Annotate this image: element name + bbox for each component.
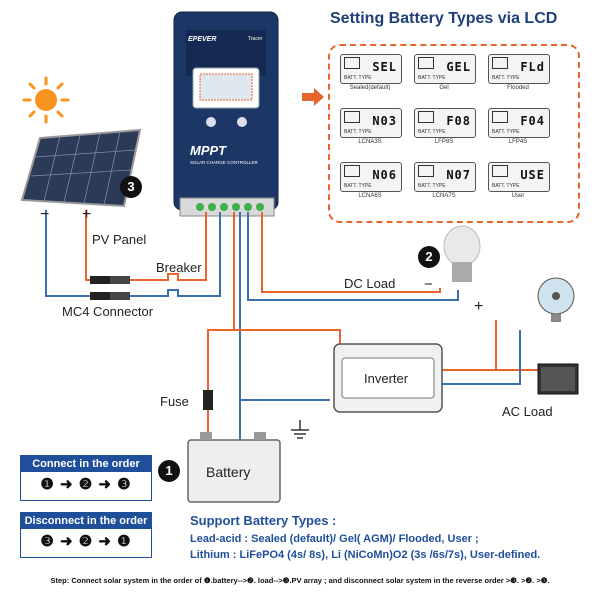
step-instructions: Step: Connect solar system in the order …	[50, 576, 550, 585]
lcd-mode-code: FLd	[520, 60, 545, 74]
mc4-connector-icon	[90, 276, 130, 300]
lcd-mode-code: N07	[446, 168, 471, 182]
breaker-label: Breaker	[156, 260, 202, 275]
badge-battery: 1	[158, 460, 180, 482]
lcd-mode-caption: LFP4S	[508, 139, 528, 145]
tv-icon	[537, 363, 579, 395]
ac-load-label: AC Load	[502, 404, 553, 419]
bulb-icon	[443, 225, 481, 282]
lcd-mode-caption: Flooded	[507, 85, 529, 91]
lcd-mode-code: N03	[372, 114, 397, 128]
lcd-mode-code: N06	[372, 168, 397, 182]
controller-brand: EPEVER	[188, 36, 217, 43]
lcd-mode-caption: Sealed(default)	[349, 85, 391, 91]
plus-label: +	[82, 206, 92, 223]
dc-minus-label: −	[424, 276, 433, 293]
controller-model: Tracer	[248, 36, 263, 42]
battery-icon	[492, 57, 508, 69]
sun-icon	[22, 76, 70, 124]
battery-icon	[418, 165, 434, 177]
lcd-type-label: BATT. TYPE	[418, 183, 446, 189]
support-line-lithium: Lithium : LiFePO4 (4s/ 8s), Li (NiCoMn)O…	[190, 549, 541, 561]
lcd-mode-caption: LCNA3S	[358, 139, 382, 145]
lcd-type-label: BATT. TYPE	[344, 75, 372, 81]
battery-icon	[344, 111, 360, 123]
connect-order-title: Connect in the order	[21, 456, 151, 472]
arrow-right-icon	[302, 88, 324, 106]
lcd-type-label: BATT. TYPE	[418, 129, 446, 135]
lcd-type-label: BATT. TYPE	[492, 129, 520, 135]
charge-controller	[173, 11, 279, 217]
lcd-mode-caption: LCNA6S	[358, 193, 382, 199]
support-line-lead-acid: Lead-acid : Sealed (default)/ Gel( AGM)/…	[190, 533, 479, 545]
battery-icon	[344, 165, 360, 177]
lcd-type-label: BATT. TYPE	[344, 129, 372, 135]
connect-order-box: Connect in the order ❶ ➜ ❷ ➜ ❸	[20, 455, 152, 501]
fan-icon	[537, 277, 575, 322]
dc-load-label: DC Load	[344, 276, 396, 291]
lcd-mode-caption: Gel	[439, 85, 449, 91]
fuse-icon	[203, 390, 213, 410]
badge-dc: 2	[418, 246, 440, 268]
inverter-label: Inverter	[364, 371, 409, 386]
badge-pv: 3	[120, 176, 142, 198]
lcd-type-label: BATT. TYPE	[492, 183, 520, 189]
lcd-mode-code: USE	[520, 168, 545, 182]
disconnect-order-title: Disconnect in the order	[21, 513, 151, 529]
battery-label: Battery	[206, 464, 251, 480]
battery-icon	[492, 111, 508, 123]
disconnect-order-box: Disconnect in the order ❸ ➜ ❷ ➜ ❶	[20, 512, 152, 558]
mc4-label: MC4 Connector	[62, 304, 154, 319]
disconnect-order-sequence: ❸ ➜ ❷ ➜ ❶	[40, 533, 132, 550]
battery-box	[187, 432, 281, 503]
lcd-mode-code: F04	[520, 114, 545, 128]
lcd-type-label: BATT. TYPE	[492, 75, 520, 81]
lcd-mode-code: F08	[446, 114, 471, 128]
controller-subtitle: SOLAR CHARGE CONTROLLER	[190, 160, 258, 165]
connect-order-sequence: ❶ ➜ ❷ ➜ ❸	[40, 476, 132, 493]
minus-label: −	[40, 206, 50, 223]
battery-icon	[418, 111, 434, 123]
lcd-type-label: BATT. TYPE	[418, 75, 446, 81]
battery-icon	[344, 57, 360, 69]
lcd-mode-code: SEL	[372, 60, 397, 74]
battery-icon	[492, 165, 508, 177]
pv-panel-label: PV Panel	[92, 232, 147, 247]
ground-icon	[291, 420, 309, 439]
dc-plus-label: +	[474, 298, 484, 315]
lcd-mode-code: GEL	[446, 60, 471, 74]
controller-product: MPPT	[190, 143, 227, 158]
fuse-label: Fuse	[160, 394, 189, 409]
inverter-box	[333, 343, 443, 413]
lcd-title: Setting Battery Types via LCD	[330, 10, 558, 27]
lcd-mode-caption: LFP8S	[434, 139, 454, 145]
lcd-mode-caption: LCNA7S	[432, 193, 456, 199]
battery-icon	[418, 57, 434, 69]
lcd-type-label: BATT. TYPE	[344, 183, 372, 189]
support-title: Support Battery Types :	[190, 513, 337, 528]
lcd-mode-caption: User	[511, 193, 525, 199]
solar-panel-icon	[20, 128, 142, 208]
